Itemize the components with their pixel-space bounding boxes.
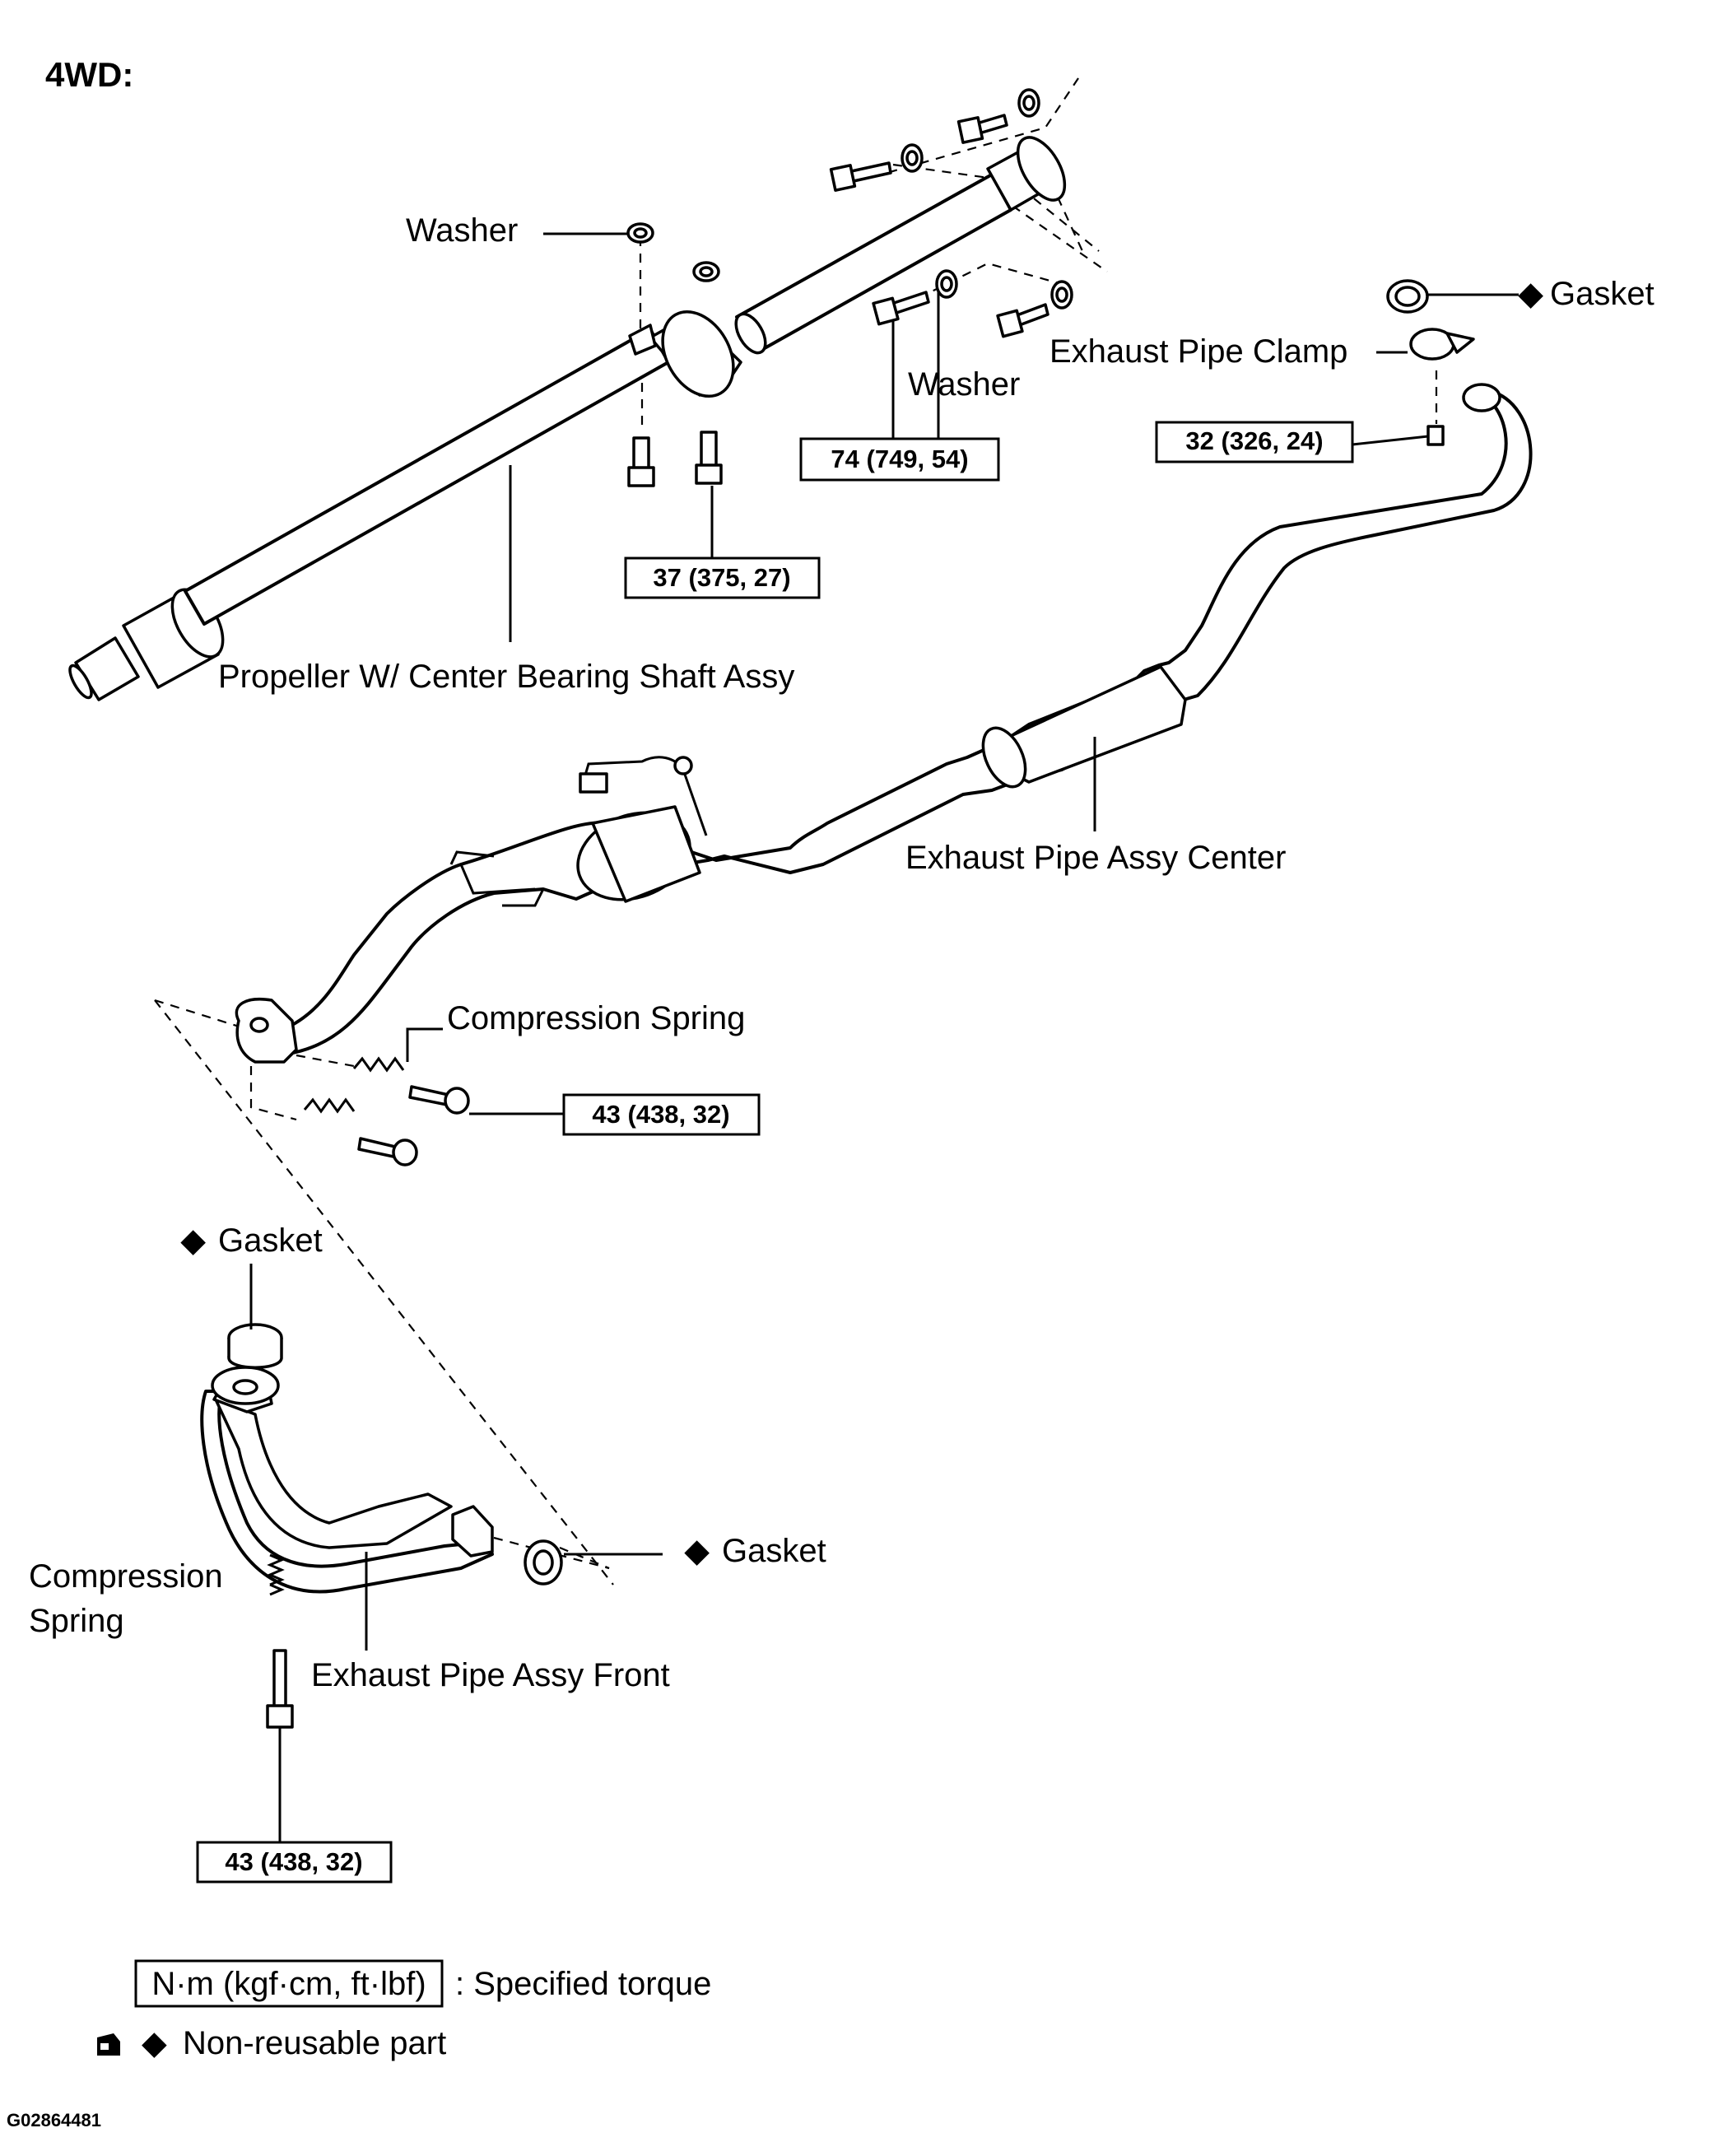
- label-gasket-front-top: Gasket: [218, 1222, 323, 1259]
- label-washer-mid: Washer: [908, 366, 1020, 403]
- exhaust-pipe-front: [200, 1323, 563, 1842]
- torque-74: 74 (749, 54): [831, 445, 968, 473]
- torque-43-mid: 43 (438, 32): [592, 1100, 729, 1129]
- rear-joint-parts: [1386, 279, 1475, 446]
- label-gasket-rear: Gasket: [1550, 276, 1655, 312]
- torque-boxes: 74 (749, 54) 32 (326, 24) 37 (375, 27) 4…: [196, 421, 1354, 1884]
- diamond-icon: ◆: [1518, 276, 1543, 312]
- legend-specified-torque: : Specified torque: [455, 1966, 711, 2002]
- figure-code: G02864481: [7, 2110, 101, 2130]
- propeller-shaft: [68, 136, 1067, 701]
- label-propeller-shaft: Propeller W/ Center Bearing Shaft Assy: [218, 659, 794, 695]
- torque-32: 32 (326, 24): [1185, 426, 1323, 455]
- label-washer-top: Washer: [406, 212, 518, 249]
- leader-lines: [249, 232, 1519, 1651]
- legend-unit: N·m (kgf·cm, ft·lbf): [151, 1966, 426, 2002]
- diamond-icon: ◆: [180, 1222, 206, 1259]
- label-exhaust-pipe-center: Exhaust Pipe Assy Center: [905, 840, 1286, 876]
- torque-37: 37 (375, 27): [653, 563, 790, 592]
- diamond-icon: ◆: [684, 1533, 710, 1569]
- label-compression-spring-front-1: Compression: [29, 1558, 223, 1595]
- label-exhaust-pipe-front: Exhaust Pipe Assy Front: [311, 1657, 670, 1693]
- mid-flange-fasteners: [303, 1056, 470, 1166]
- label-compression-spring-front-2: Spring: [29, 1603, 124, 1639]
- gasket-stamp-icon: [97, 2033, 120, 2056]
- torque-43-front: 43 (438, 32): [225, 1847, 362, 1876]
- label-exhaust-pipe-clamp: Exhaust Pipe Clamp: [1049, 333, 1347, 370]
- exhaust-pipe-center: [235, 383, 1533, 1064]
- part-labels: Washer Washer Gasket Exhaust Pipe Clamp …: [29, 212, 1655, 1693]
- diamond-icon: ◆: [142, 2025, 167, 2061]
- legend-non-reusable: Non-reusable part: [183, 2025, 446, 2061]
- diagram-title: 4WD:: [45, 55, 133, 94]
- non-reusable-markers: ◆ ◆ ◆: [180, 276, 1543, 1569]
- legend: N·m (kgf·cm, ft·lbf) : Specified torque …: [97, 1959, 711, 2061]
- propeller-fasteners: [626, 88, 1073, 487]
- label-gasket-front-right: Gasket: [722, 1533, 826, 1569]
- label-compression-spring-mid: Compression Spring: [447, 1000, 745, 1036]
